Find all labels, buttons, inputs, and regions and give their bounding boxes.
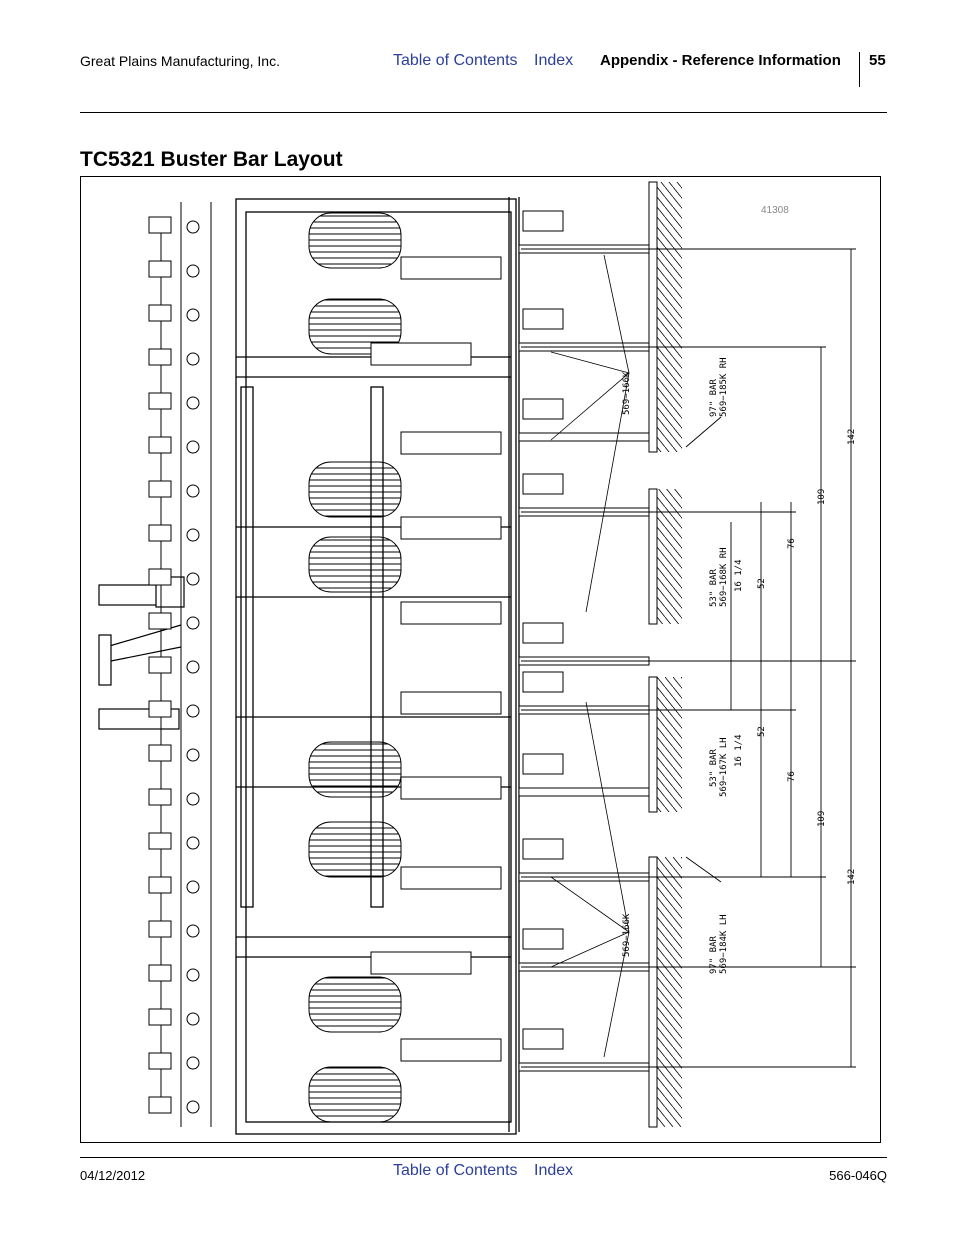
dim-109-bottom: 109 — [817, 811, 827, 827]
shank-mount — [522, 473, 564, 495]
company-name: Great Plains Manufacturing, Inc. — [80, 53, 280, 69]
shank-pivot — [186, 352, 200, 366]
buster-bar-row — [518, 432, 650, 442]
shank — [148, 480, 172, 498]
shank-mount — [522, 1028, 564, 1050]
shank — [148, 700, 172, 718]
shank-pivot — [186, 748, 200, 762]
shank-mount — [522, 210, 564, 232]
callout-bar-185k-size: 97" BAR — [709, 378, 719, 417]
shank — [148, 612, 172, 630]
part-leaders — [550, 254, 630, 1058]
dim-76-bottom: 76 — [787, 771, 797, 782]
footer-table-of-contents-link[interactable]: Table of Contents — [393, 1162, 518, 1179]
dim-142-top: 142 — [847, 429, 857, 445]
shank-pivot — [186, 880, 200, 894]
shank-pivot — [186, 220, 200, 234]
shank-mount — [522, 838, 564, 860]
shank-mount — [522, 928, 564, 950]
section-title: Appendix - Reference Information — [600, 52, 841, 69]
shank-mount — [522, 398, 564, 420]
shank-pivot — [186, 484, 200, 498]
callout-bar-168k-size: 53" BAR — [709, 568, 719, 607]
callout-bar-184k-part: 569−184K LH — [719, 914, 729, 974]
shank — [148, 744, 172, 762]
shank — [148, 392, 172, 410]
gauge-wheels — [308, 212, 402, 1123]
shank — [148, 1008, 172, 1026]
callout-part-166k-bottom: 569−166K — [622, 913, 632, 957]
shank — [148, 568, 172, 586]
shank-pivot — [186, 308, 200, 322]
buster-bar-drawing: 41308 569−166K 569−166K 97" BAR 569−185K… — [98, 181, 857, 1135]
shank-mount — [522, 753, 564, 775]
shank-pivot — [186, 792, 200, 806]
page-number: 55 — [869, 52, 886, 69]
callout-bar-167k-offset: 16 1/4 — [734, 734, 744, 767]
callout-bar-167k-size: 53" BAR — [709, 748, 719, 787]
shank — [148, 832, 172, 850]
callout-bar-185k-part: 569−185K RH — [719, 357, 729, 417]
shank-pivot — [186, 440, 200, 454]
footer-date: 04/12/2012 — [80, 1168, 146, 1183]
callout-part-166k-top: 569−166K — [622, 371, 632, 415]
callout-bar-167k-part: 569−167K LH — [719, 737, 729, 797]
shank — [148, 348, 172, 366]
header-divider — [859, 52, 860, 87]
shank — [148, 1052, 172, 1070]
shank-pivot — [186, 660, 200, 674]
shank-pivot — [186, 1056, 200, 1070]
shank — [148, 260, 172, 278]
footer-index-link[interactable]: Index — [534, 1162, 574, 1179]
shank — [148, 1096, 172, 1114]
figure-number: 41308 — [761, 205, 789, 216]
shank — [148, 788, 172, 806]
callout-bar-168k-part: 569−168K RH — [719, 547, 729, 607]
shank-mount — [522, 671, 564, 693]
shank-pivot — [186, 1100, 200, 1114]
shank-pivot — [186, 264, 200, 278]
layout-figure: 41308 569−166K 569−166K 97" BAR 569−185K… — [80, 176, 881, 1143]
shank — [148, 436, 172, 454]
dimension-lines — [521, 248, 856, 1068]
shank-pivot — [186, 616, 200, 630]
shank — [148, 304, 172, 322]
buster-bar-row — [518, 787, 650, 797]
shank — [148, 524, 172, 542]
shank-pivot — [186, 396, 200, 410]
footer-rule — [80, 1157, 887, 1158]
shank-pivot — [186, 528, 200, 542]
dim-52-bottom: 52 — [757, 726, 767, 737]
shank-pivot — [186, 704, 200, 718]
shank-pivot — [186, 968, 200, 982]
shank — [148, 964, 172, 982]
header-rule — [80, 112, 887, 113]
shank-mount — [522, 622, 564, 644]
page-title: TC5321 Buster Bar Layout — [80, 148, 343, 171]
shank — [148, 920, 172, 938]
document-number: 566-046Q — [829, 1168, 887, 1183]
dim-52-top: 52 — [757, 578, 767, 589]
shank-pivot — [186, 572, 200, 586]
index-link[interactable]: Index — [534, 52, 574, 69]
harrow-sections — [648, 181, 682, 1128]
dim-142-bottom: 142 — [847, 869, 857, 885]
shank-pivot — [186, 924, 200, 938]
shank-pivot — [186, 1012, 200, 1026]
dim-109-top: 109 — [817, 489, 827, 505]
shank — [148, 656, 172, 674]
callout-bar-184k-size: 97" BAR — [709, 935, 719, 974]
shank-pivot — [186, 836, 200, 850]
shank-mount — [522, 308, 564, 330]
dim-76-top: 76 — [787, 538, 797, 549]
shank — [148, 876, 172, 894]
shank — [148, 216, 172, 234]
table-of-contents-link[interactable]: Table of Contents — [393, 52, 518, 69]
spring-assemblies — [370, 256, 502, 1062]
callout-bar-168k-offset: 16 1/4 — [734, 559, 744, 592]
